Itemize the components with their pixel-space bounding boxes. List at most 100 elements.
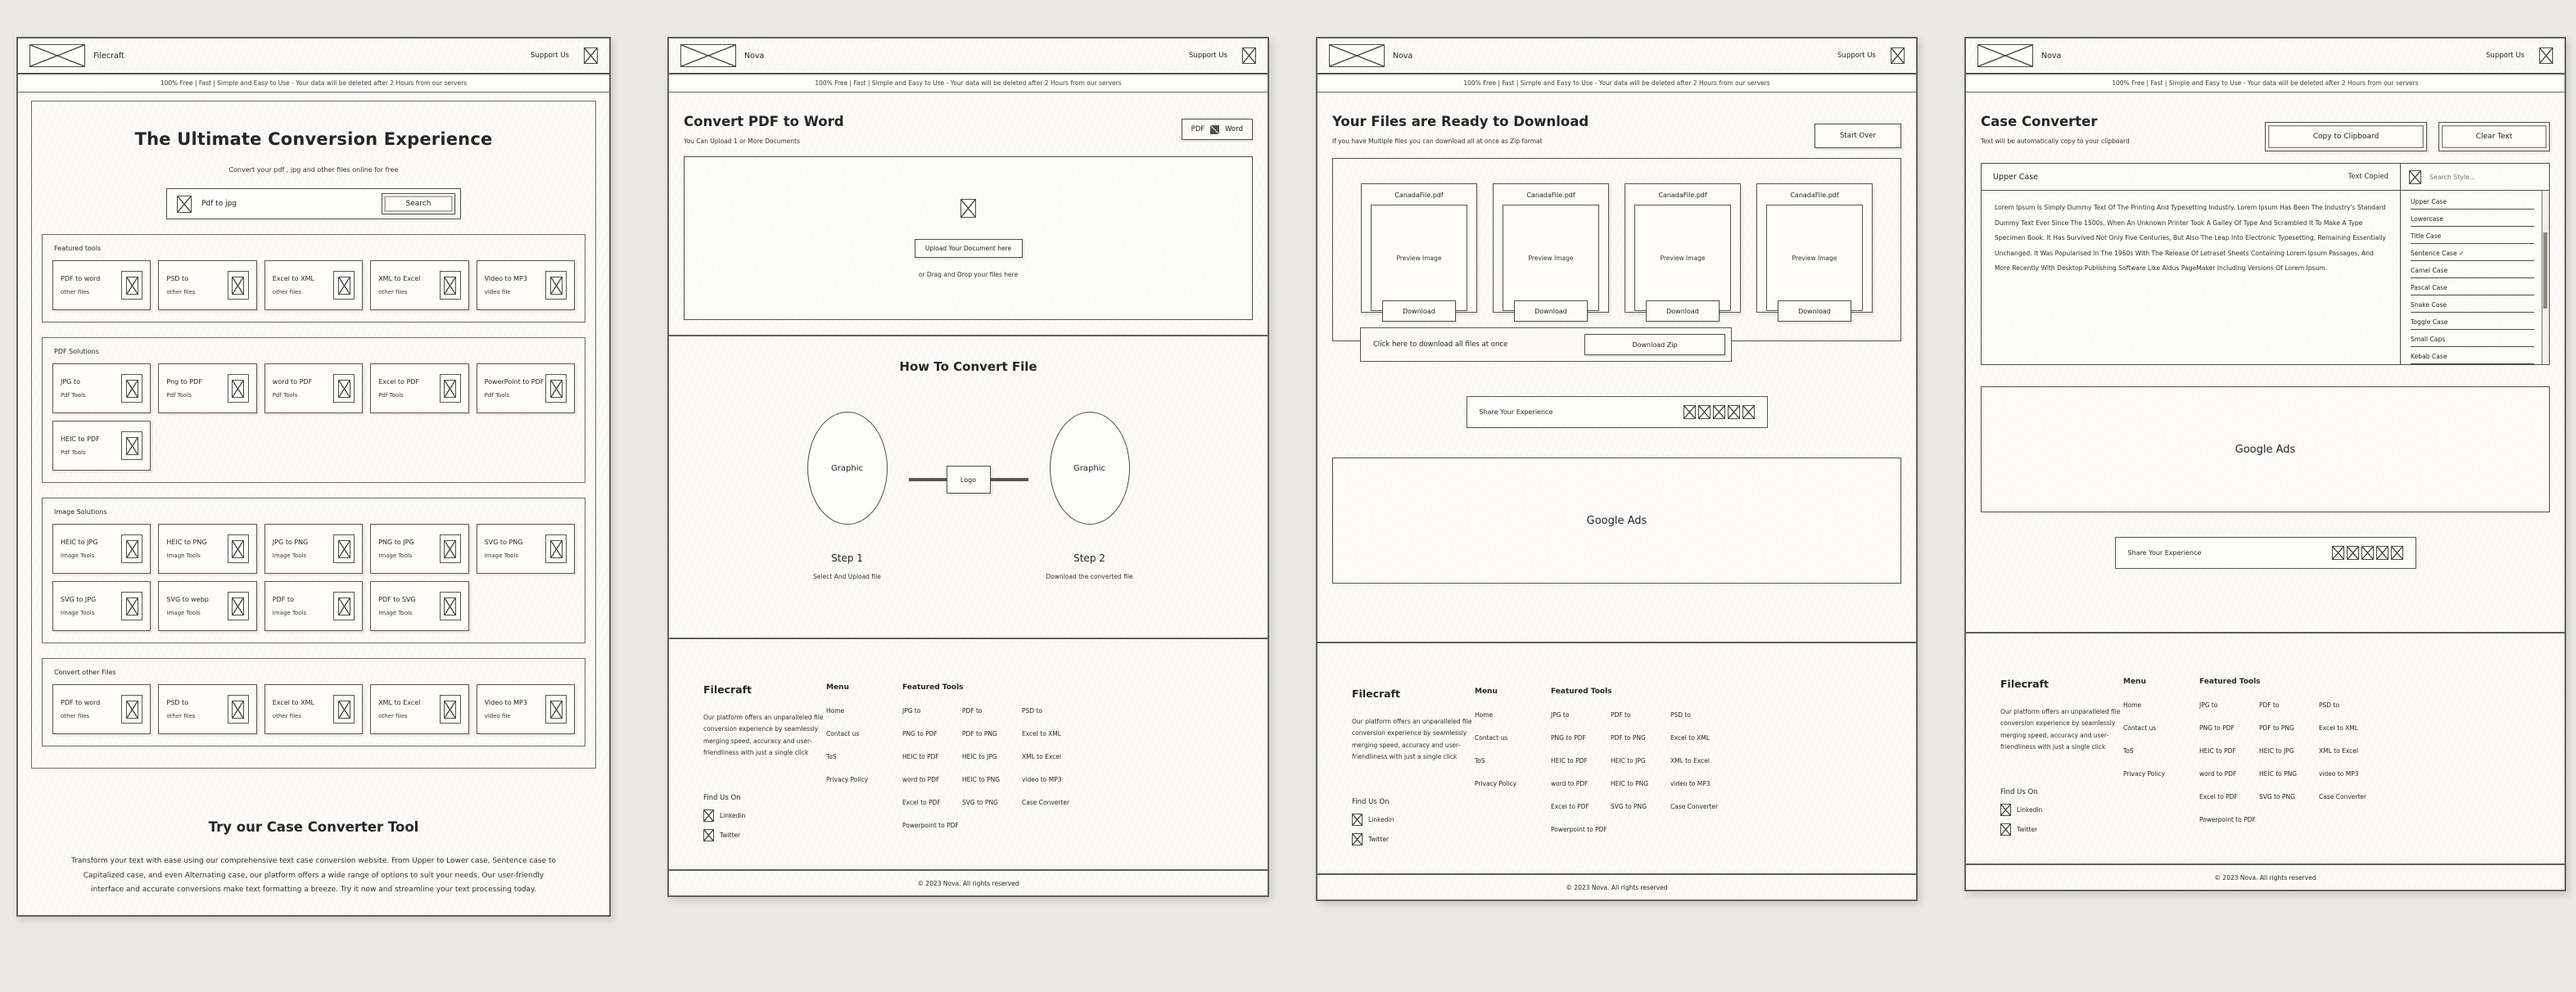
style-list-item[interactable]: Sentence Case ✓ — [2411, 244, 2534, 261]
footer-tool-link[interactable]: PNG to PDF — [2199, 724, 2235, 732]
social-link-linkedin[interactable]: Linkedin — [703, 809, 826, 822]
style-list-item[interactable]: Camel Case — [2411, 261, 2534, 278]
rating-icon[interactable] — [1697, 405, 1711, 419]
style-list-item[interactable]: Toggle Case — [2411, 313, 2534, 330]
tool-card[interactable]: word to PDF Pdf Tools — [264, 363, 364, 413]
footer-tool-link[interactable]: HEIC to PDF — [2199, 746, 2236, 755]
rating-icon[interactable] — [2361, 546, 2374, 560]
download-button[interactable]: Download — [1778, 300, 1851, 322]
footer-tool-link[interactable]: SVG to PNG — [962, 798, 998, 806]
download-zip-button[interactable]: Download Zip — [1584, 334, 1725, 355]
tool-card[interactable]: JPG to Pdf Tools — [52, 363, 151, 413]
search-input[interactable] — [200, 199, 373, 209]
footer-tool-link[interactable]: JPG to — [2199, 701, 2218, 709]
footer-tool-link[interactable]: Excel to XML — [2319, 724, 2358, 732]
footer-tool-link[interactable]: word to PDF — [1551, 779, 1589, 787]
footer-tool-link[interactable]: Powerpoint to PDF — [2199, 815, 2256, 823]
format-selector-button[interactable]: PDF Word — [1181, 119, 1253, 140]
upload-dropzone[interactable]: Upload Your Document here or Drag and Dr… — [684, 156, 1253, 320]
tool-card[interactable]: PowerPoint to PDF Pdf Tools — [476, 363, 575, 413]
rating-icon[interactable] — [1683, 405, 1696, 419]
social-link-twitter[interactable]: Twitter — [1352, 833, 1475, 845]
tool-card[interactable]: Video to MP3 video file — [476, 684, 575, 734]
tool-card[interactable]: Excel to PDF Pdf Tools — [370, 363, 469, 413]
tool-card[interactable]: SVG to JPG Image Tools — [52, 581, 151, 631]
footer-menu-item[interactable]: Contact us — [826, 729, 860, 737]
social-link-linkedin[interactable]: Linkedin — [2000, 804, 2123, 816]
tool-card[interactable]: HEIC to JPG Image Tools — [52, 524, 151, 574]
brand[interactable]: Nova — [1329, 44, 1412, 67]
footer-tool-link[interactable]: video to MP3 — [2319, 769, 2359, 778]
copy-to-clipboard-button[interactable]: Copy to Clipboard — [2265, 122, 2427, 151]
style-list-item[interactable]: Kebab Case — [2411, 347, 2534, 364]
footer-tool-link[interactable]: HEIC to PDF — [1551, 756, 1588, 764]
footer-tool-link[interactable]: HEIC to PNG — [1611, 779, 1649, 787]
converted-text-area[interactable]: Lorem Ipsum Is Simply Dummy Text Of The … — [1995, 204, 2386, 273]
brand[interactable]: Nova — [1977, 44, 2061, 67]
start-over-button[interactable]: Start Over — [1814, 124, 1901, 148]
style-list-item[interactable]: Small Caps — [2411, 330, 2534, 347]
footer-tool-link[interactable]: Powerpoint to PDF — [1551, 825, 1607, 833]
footer-tool-link[interactable]: word to PDF — [902, 775, 940, 783]
tool-card[interactable]: PSD to other files — [158, 260, 257, 310]
footer-menu-item[interactable]: Home — [1475, 710, 1494, 719]
support-us-link[interactable]: Support Us — [1189, 52, 1227, 60]
tool-card[interactable]: JPG to PNG Image Tools — [264, 524, 364, 574]
style-list-item[interactable]: Lowercase — [2411, 210, 2534, 227]
rating-icon[interactable] — [2346, 546, 2359, 560]
search-button[interactable]: Search — [382, 193, 455, 214]
footer-tool-link[interactable]: HEIC to PDF — [902, 752, 939, 760]
support-icon[interactable] — [2539, 47, 2553, 64]
footer-tool-link[interactable]: PDF to PNG — [962, 729, 997, 737]
support-us-link[interactable]: Support Us — [1837, 52, 1876, 60]
footer-tool-link[interactable]: PSD to — [1022, 706, 1042, 715]
footer-tool-link[interactable]: Excel to PDF — [902, 798, 941, 806]
support-icon[interactable] — [1242, 47, 1256, 64]
brand[interactable]: Filecraft — [29, 44, 124, 67]
tool-card[interactable]: XML to Excel other files — [370, 260, 469, 310]
style-search-input[interactable] — [2428, 172, 2541, 182]
footer-tool-link[interactable]: Case Converter — [1022, 798, 1070, 806]
footer-tool-link[interactable]: PDF to — [1611, 710, 1631, 719]
support-icon[interactable] — [584, 47, 598, 64]
tool-card[interactable]: PNG to JPG Image Tools — [370, 524, 469, 574]
social-link-twitter[interactable]: Twitter — [703, 829, 826, 841]
footer-menu-item[interactable]: ToS — [1475, 756, 1485, 764]
footer-tool-link[interactable]: PDF to — [2259, 701, 2280, 709]
rating-icon[interactable] — [2331, 546, 2344, 560]
upload-document-button[interactable]: Upload Your Document here — [914, 238, 1023, 258]
rating-icon[interactable] — [2390, 546, 2403, 560]
support-us-link[interactable]: Support Us — [2486, 52, 2524, 60]
tool-card[interactable]: HEIC to PNG Image Tools — [158, 524, 257, 574]
tool-card[interactable]: PDF to Image Tools — [264, 581, 364, 631]
footer-menu-item[interactable]: ToS — [2123, 746, 2134, 755]
tool-card[interactable]: SVG to webp Image Tools — [158, 581, 257, 631]
style-list-item[interactable]: Upper Case — [2411, 192, 2534, 210]
support-icon[interactable] — [1891, 47, 1905, 64]
tool-card[interactable]: SVG to PNG Image Tools — [476, 524, 575, 574]
download-button[interactable]: Download — [1382, 300, 1456, 322]
rating-icon[interactable] — [2375, 546, 2388, 560]
tool-card[interactable]: Video to MP3 video file — [476, 260, 575, 310]
tool-card[interactable]: PDF to word other files — [52, 260, 151, 310]
footer-tool-link[interactable]: JPG to — [902, 706, 921, 715]
footer-tool-link[interactable]: PDF to PNG — [1611, 733, 1646, 742]
rating-icon[interactable] — [1742, 405, 1755, 419]
brand[interactable]: Nova — [680, 44, 764, 67]
footer-menu-item[interactable]: Home — [826, 706, 845, 715]
footer-menu-item[interactable]: Home — [2123, 701, 2142, 709]
footer-tool-link[interactable]: Excel to XML — [1022, 729, 1061, 737]
footer-tool-link[interactable]: video to MP3 — [1022, 775, 1062, 783]
scrollbar-thumb[interactable] — [2543, 232, 2547, 309]
footer-tool-link[interactable]: JPG to — [1551, 710, 1570, 719]
tool-card[interactable]: PDF to SVG Image Tools — [370, 581, 469, 631]
footer-tool-link[interactable]: XML to Excel — [1022, 752, 1061, 760]
footer-tool-link[interactable]: Case Converter — [1670, 802, 1719, 810]
footer-menu-item[interactable]: Privacy Policy — [826, 775, 869, 783]
tool-card[interactable]: Png to PDF Pdf Tools — [158, 363, 257, 413]
support-us-link[interactable]: Support Us — [531, 52, 569, 60]
style-list-item[interactable]: Title Case — [2411, 227, 2534, 244]
rating-icon[interactable] — [1727, 405, 1740, 419]
footer-menu-item[interactable]: Contact us — [2123, 724, 2157, 732]
footer-tool-link[interactable]: Powerpoint to PDF — [902, 821, 959, 829]
